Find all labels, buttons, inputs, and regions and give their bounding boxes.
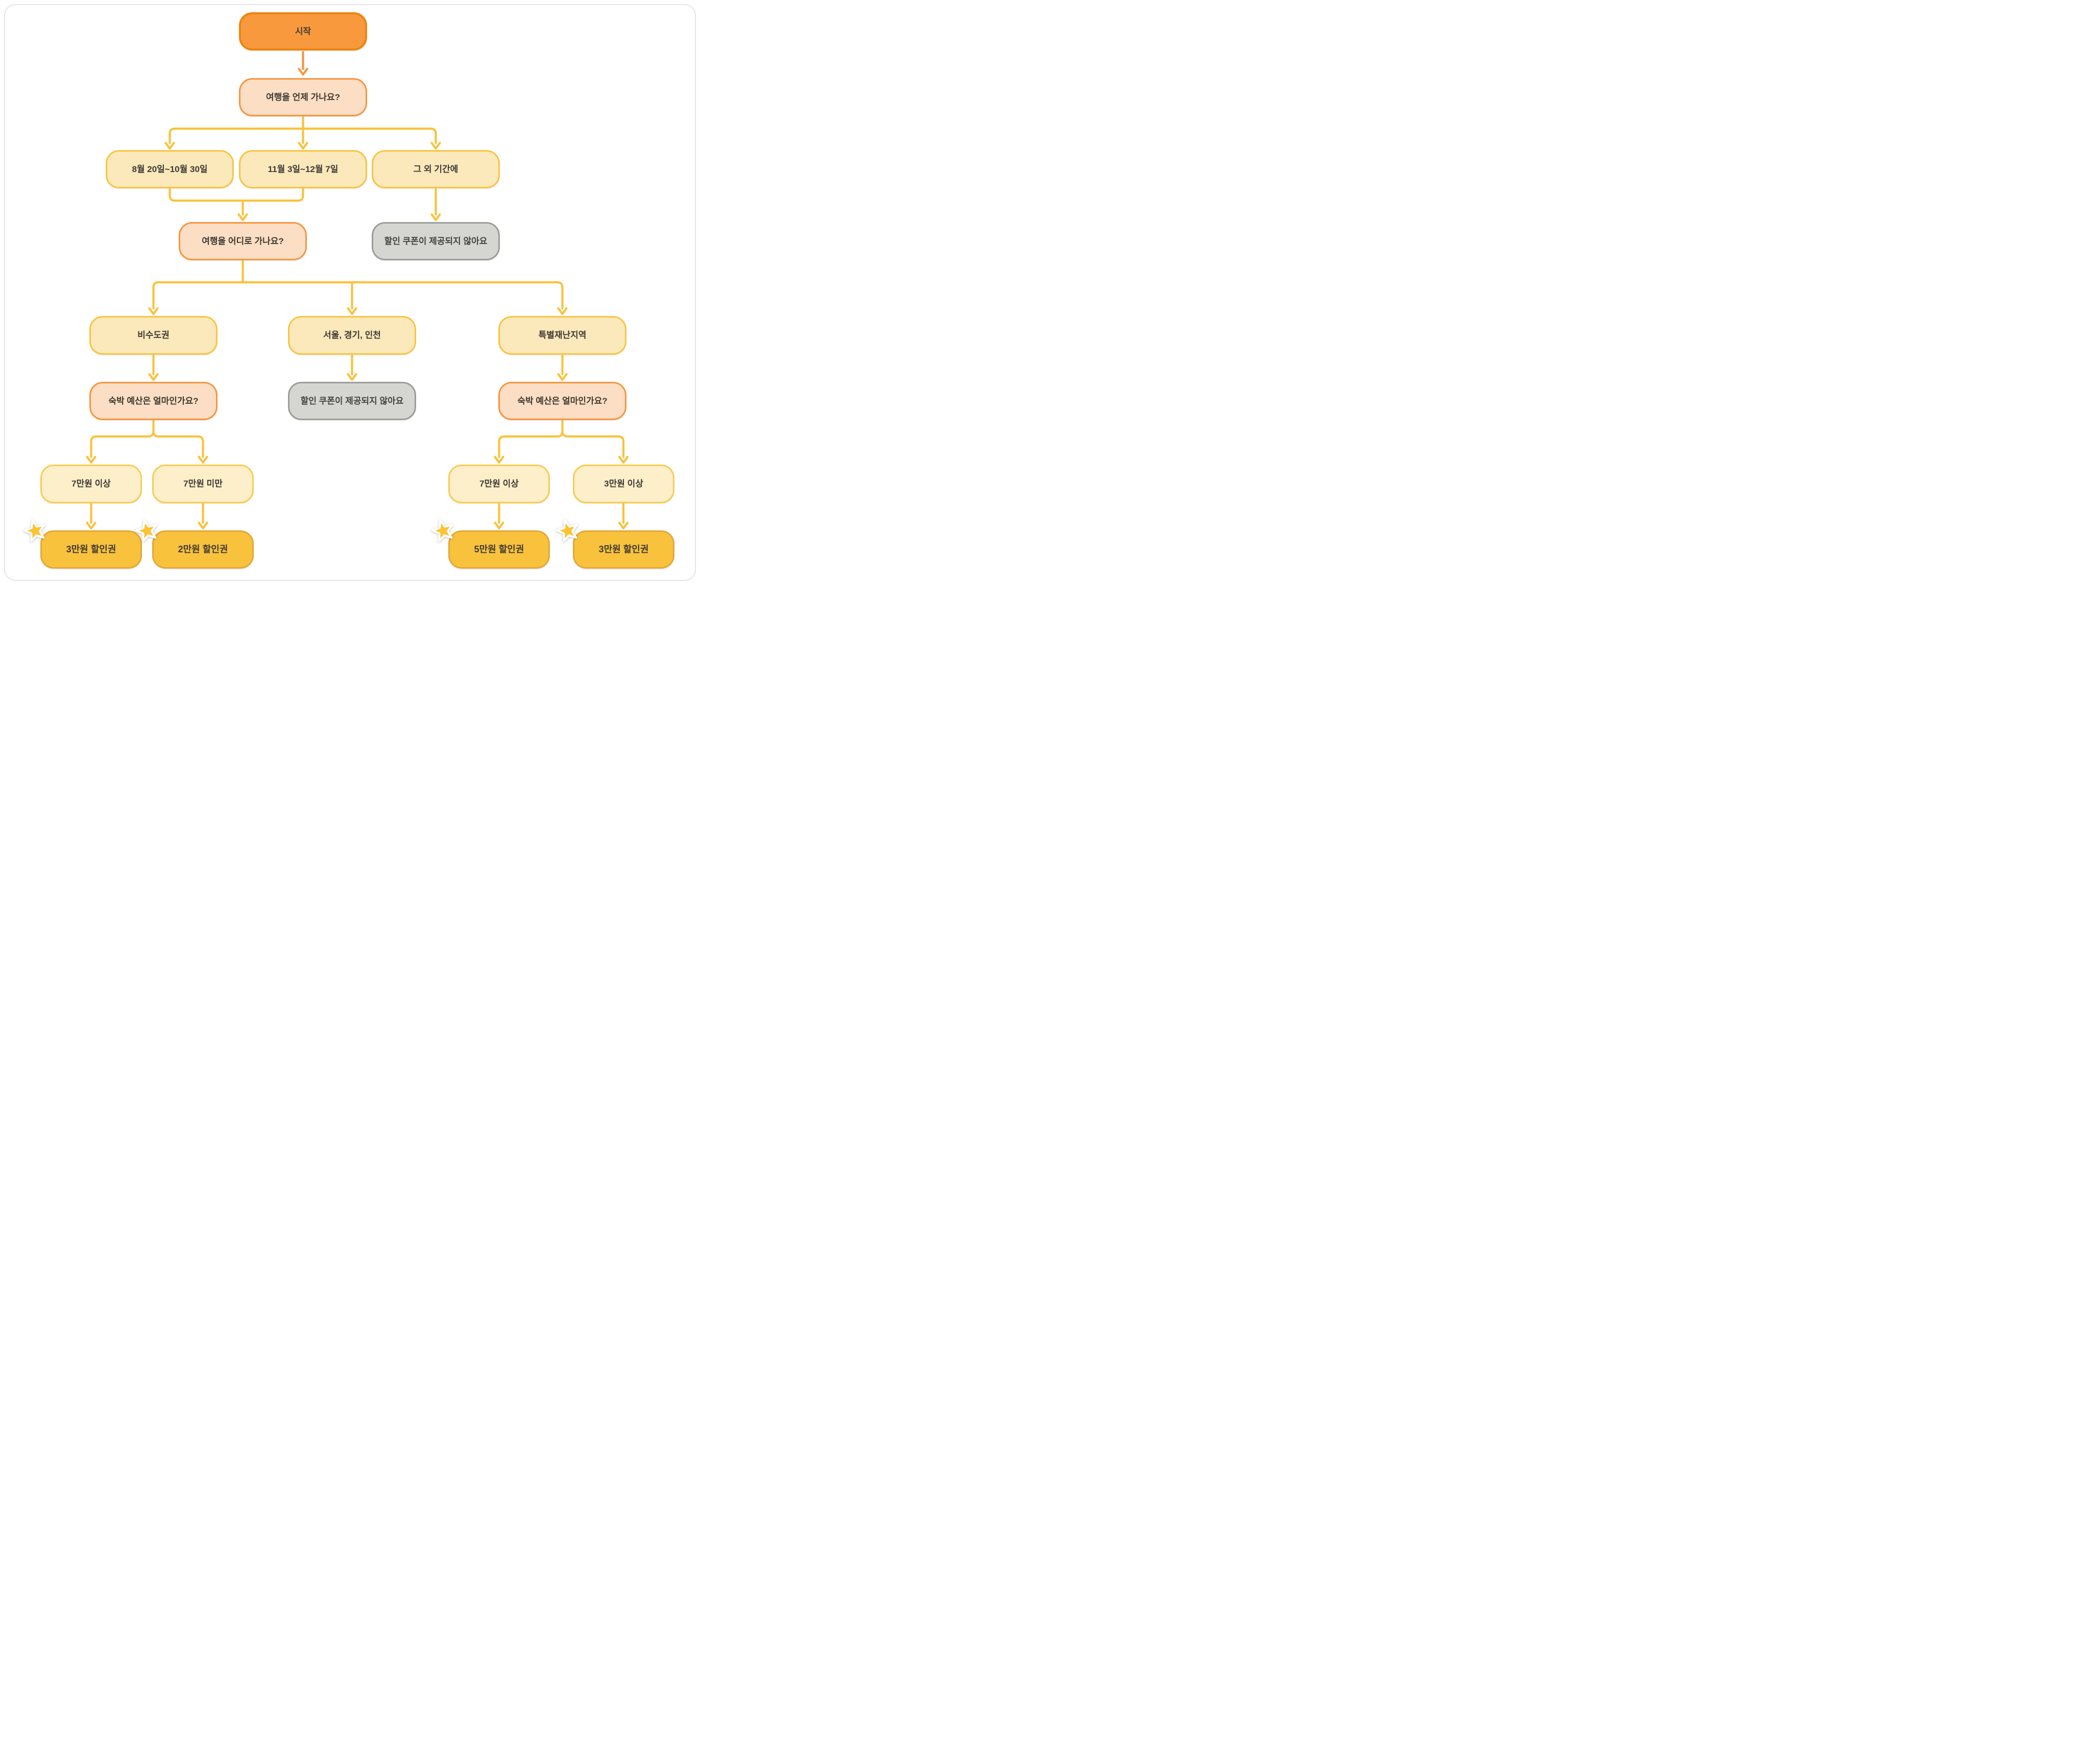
edge-30kover-to-30k [618,503,629,530]
node-date-nov-dec: 11월 3일~12월 7일 [239,150,367,188]
star-icon [556,519,578,542]
edge-nonmetro-to-budget [148,354,159,381]
node-question-budget-left: 숙박 예산은 얼마인가요? [89,382,218,420]
edge-when-branch [164,116,441,150]
edge-where-branch [148,260,568,315]
star-icon [431,519,453,542]
edge-disaster-to-budget [557,354,568,381]
node-no-coupon-1: 할인 쿠폰이 제공되지 않아요 [372,222,500,260]
node-coupon-50k: 5만원 할인권 [448,530,550,569]
node-no-coupon-2: 할인 쿠폰이 제공되지 않아요 [288,382,416,420]
node-budget-30k-over: 3만원 이상 [573,465,674,503]
edge-seoul-to-nocoupon [347,354,357,381]
node-question-where: 여행을 어디로 가나요? [179,222,307,260]
edge-70kunder-to-20k [198,503,208,530]
node-budget-70k-over-right: 7만원 이상 [448,465,550,503]
node-date-aug-oct: 8월 20일~10월 30일 [106,150,234,188]
node-coupon-30k-right: 3만원 할인권 [573,530,674,569]
node-start: 시작 [239,12,367,51]
node-question-budget-right: 숙박 예산은 얼마인가요? [498,382,626,420]
node-budget-70k-under: 7만원 미만 [152,465,254,503]
node-question-when: 여행을 언제 가나요? [239,78,367,116]
edge-dates-merge-to-where [168,188,304,222]
node-region-non-metro: 비수도권 [89,316,218,355]
edge-other-to-nocoupon [430,188,441,222]
node-date-other: 그 외 기간에 [372,150,500,188]
star-icon [23,519,45,542]
node-coupon-20k: 2만원 할인권 [152,530,254,569]
flowchart-stage: 시작 여행을 언제 가나요? 8월 20일~10월 30일 11월 3일~12월… [0,0,700,585]
node-coupon-30k-left: 3만원 할인권 [40,530,142,569]
node-budget-70k-over-left: 7만원 이상 [40,465,142,503]
edge-budget-left-branch [86,420,208,464]
edge-70kover-to-30k [86,503,96,530]
node-region-disaster: 특별재난지역 [498,316,626,355]
star-icon [135,519,157,542]
edge-budget-right-branch [494,420,629,464]
node-region-seoul: 서울, 경기, 인천 [288,316,416,355]
edge-start-to-when [298,51,308,76]
edge-70kover-to-50k [494,503,504,530]
